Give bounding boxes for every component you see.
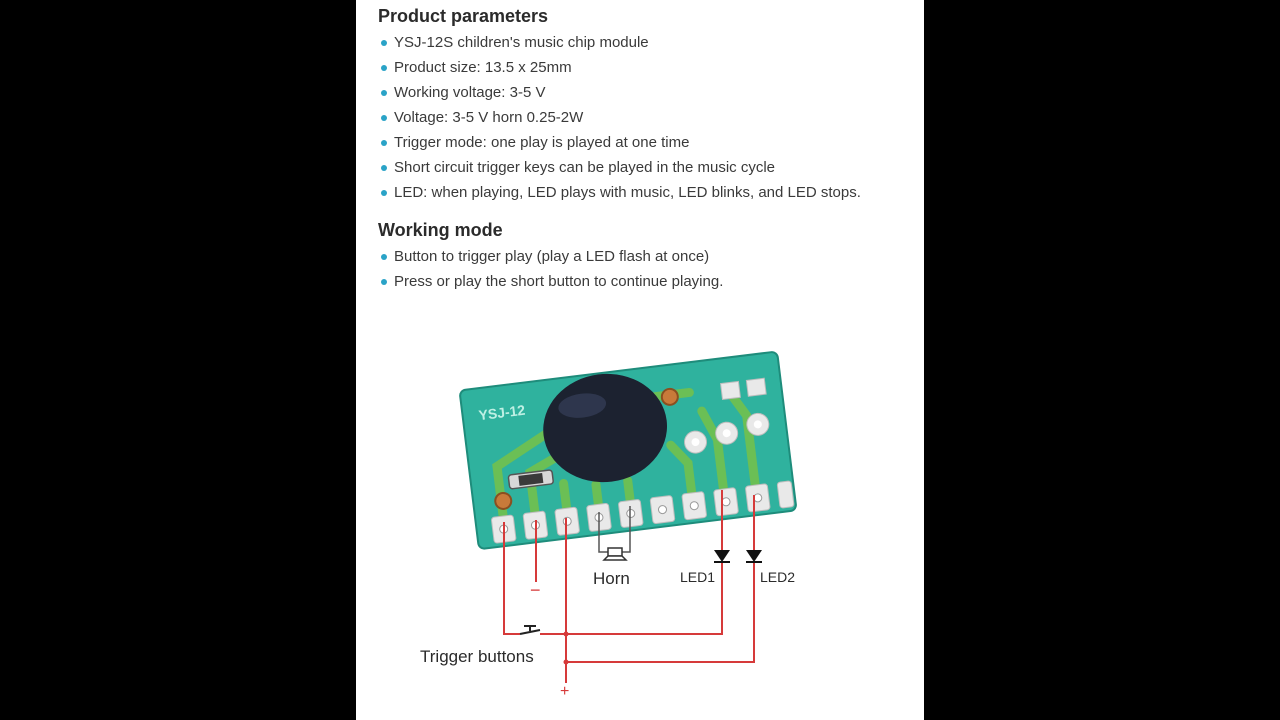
- list-item: Working voltage: 3-5 V: [378, 80, 861, 105]
- bullet-icon: [381, 140, 387, 146]
- list-item: Press or play the short button to contin…: [378, 269, 723, 294]
- working-mode-list: Button to trigger play (play a LED flash…: [378, 244, 723, 294]
- product-parameters-list: YSJ-12S children's music chip module Pro…: [378, 30, 861, 205]
- wires: [503, 490, 755, 683]
- horn-icon: [602, 547, 628, 561]
- bullet-icon: [381, 65, 387, 71]
- bullet-icon: [381, 190, 387, 196]
- working-mode-heading: Working mode: [378, 220, 503, 240]
- bullet-icon: [381, 90, 387, 96]
- list-item: Button to trigger play (play a LED flash…: [378, 244, 723, 269]
- product-parameters-heading: Product parameters: [378, 6, 549, 26]
- led1-label: LED1: [680, 569, 715, 585]
- minus-label: −: [530, 580, 541, 600]
- list-item: YSJ-12S children's music chip module: [378, 30, 861, 55]
- bullet-icon: [381, 115, 387, 121]
- led1-diode-icon: [714, 550, 730, 563]
- board-marking: YSJ-12: [478, 402, 527, 424]
- list-item: Trigger mode: one play is played at one …: [378, 130, 861, 155]
- trigger-buttons-label: Trigger buttons: [420, 647, 534, 666]
- bullet-icon: [381, 165, 387, 171]
- led2-label: LED2: [760, 569, 795, 585]
- pcb-board: YSJ-12: [459, 351, 797, 550]
- list-item: LED: when playing, LED plays with music,…: [378, 180, 861, 205]
- horn-label: Horn: [593, 569, 630, 588]
- bullet-icon: [381, 254, 387, 260]
- list-item: Product size: 13.5 x 25mm: [378, 55, 861, 80]
- bullet-icon: [381, 40, 387, 46]
- bullet-icon: [381, 279, 387, 285]
- list-item: Short circuit trigger keys can be played…: [378, 155, 861, 180]
- wiring-diagram: YSJ-12: [420, 351, 797, 700]
- led2-diode-icon: [746, 550, 762, 563]
- plus-label: +: [560, 683, 569, 700]
- product-sheet: Product parameters YSJ-12S children's mu…: [356, 0, 924, 720]
- push-button-icon: [519, 625, 541, 635]
- list-item: Voltage: 3-5 V horn 0.25-2W: [378, 105, 861, 130]
